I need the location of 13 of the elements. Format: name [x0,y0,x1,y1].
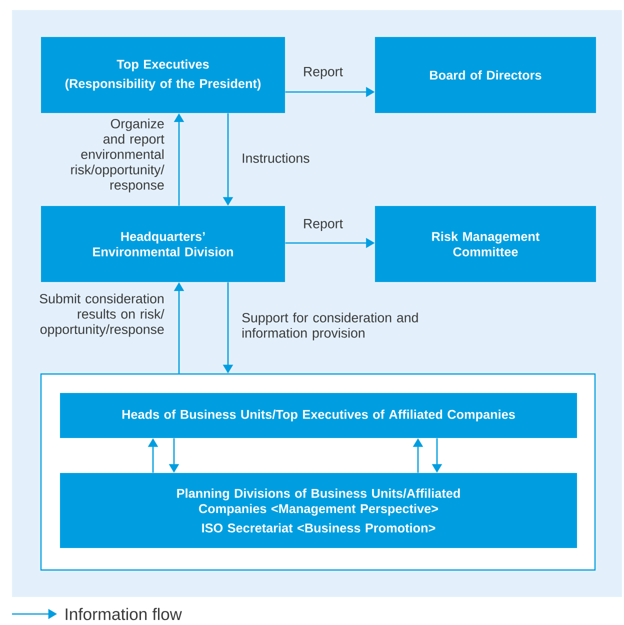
legend-label: Information flow [66,608,182,620]
process-box: Heads of Business Units/Top Executives of Affiliated Companies [60,393,577,438]
edge-label: Report [304,67,343,79]
edge-label: Instructions [242,153,310,163]
process-box: Planning Divisions of Business Units/Affiliated Companies <Management Perspective> ISO Secretariat <Business Promotion> [60,473,577,548]
edge-label: Organize and report environmental risk/opportunity/response [71,118,164,192]
process-box: Board of Directors [375,37,596,113]
edge-label: Report [304,219,343,231]
process-box: Headquarters’ Environmental Division [41,206,285,282]
edge-label: Support for consideration and information provision [242,312,418,340]
process-box: Top Executives (Responsibility of the President) [41,37,285,113]
edge-label: Submit consideration results on risk/opportunity/response [40,294,164,337]
process-box: Risk Management Committee [375,206,596,282]
